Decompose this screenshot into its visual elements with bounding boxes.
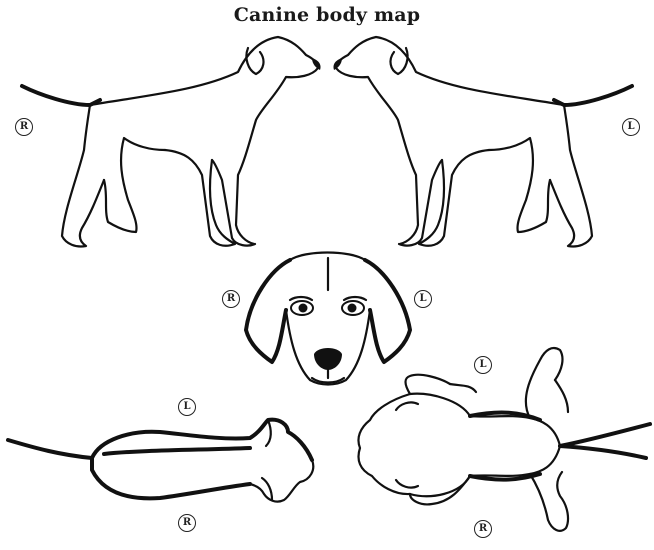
dog-underside-view (358, 348, 650, 531)
marker-top-view-right: R (178, 514, 196, 532)
dog-side-right-view (22, 37, 321, 247)
marker-right-side: R (15, 118, 33, 136)
dog-top-view (8, 420, 313, 502)
marker-underside-left: L (474, 356, 492, 374)
marker-underside-right: R (474, 520, 492, 538)
dog-face-front-view (246, 253, 410, 385)
marker-face-right: R (222, 290, 240, 308)
dog-side-left-view (333, 37, 632, 247)
marker-face-left: L (414, 290, 432, 308)
marker-left-side: L (622, 118, 640, 136)
marker-top-view-left: L (178, 398, 196, 416)
top-view-back-line (104, 448, 250, 454)
